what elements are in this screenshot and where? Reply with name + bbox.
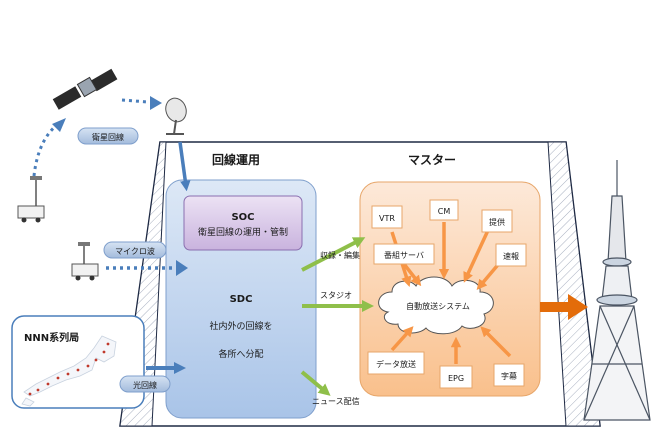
fiber-pill-label: 光回線 xyxy=(133,380,157,390)
sdc-line2: 各所へ分配 xyxy=(218,348,263,360)
broadcast-tower-icon xyxy=(583,160,651,421)
sdc-output-arrows xyxy=(300,237,374,396)
relay-van-icon xyxy=(17,176,45,223)
data-broadcast-box xyxy=(367,351,425,375)
line-ops-heading: 回線運用 xyxy=(212,152,260,167)
cm-box xyxy=(429,199,459,221)
nnn-title: NNN系列局 xyxy=(24,331,79,344)
soc-title: SOC xyxy=(231,212,254,223)
jimaku-label: 字幕 xyxy=(501,371,517,381)
epg-label: EPG xyxy=(448,374,464,383)
data-broadcast-label: データ放送 xyxy=(376,359,416,369)
satellite-link-dotted xyxy=(32,98,149,177)
sokuho-box xyxy=(495,243,527,267)
vtr-label: VTR xyxy=(379,214,395,223)
recording-label: 収録・編集 xyxy=(320,250,360,260)
master-heading: マスター xyxy=(408,153,456,167)
teikyo-box xyxy=(481,209,513,233)
microwave-arrowhead xyxy=(176,260,188,276)
epg-box xyxy=(439,365,473,389)
cm-label: CM xyxy=(438,207,451,216)
soc-box xyxy=(183,195,303,251)
satellite-arrowhead-upper xyxy=(150,96,162,110)
satellite-pill xyxy=(77,127,139,145)
master-output-arrow xyxy=(540,294,588,320)
sdc-title: SDC xyxy=(230,294,253,305)
bangumi-box xyxy=(373,243,435,265)
soc-desc: 衛星回線の運用・管制 xyxy=(198,226,288,238)
sokuho-label: 速報 xyxy=(503,252,519,261)
bangumi-label: 番組サーバ xyxy=(384,250,424,260)
sdc-line1: 社内外の回線を xyxy=(209,320,272,332)
affiliate-station-dots xyxy=(28,342,110,396)
satellite-arrowhead-lower xyxy=(52,118,66,132)
dish-to-soc-arrow xyxy=(178,141,191,192)
satellite-icon xyxy=(52,68,118,110)
relay-van-icon-2 xyxy=(71,242,99,281)
auto-broadcast-label: 自動放送システム xyxy=(406,301,470,311)
satellite-pill-label: 衛星回線 xyxy=(92,132,124,142)
building-right-wall xyxy=(547,141,601,427)
fiber-pill xyxy=(119,375,171,393)
vtr-box xyxy=(371,205,403,229)
news-label: ニュース配信 xyxy=(312,396,360,406)
teikyo-label: 提供 xyxy=(489,217,505,227)
microwave-pill xyxy=(103,241,167,259)
microwave-pill-label: マイクロ波 xyxy=(115,246,155,256)
dish-antenna-icon xyxy=(165,97,187,135)
japan-map-icon xyxy=(21,335,117,407)
master-inputs: VTR CM 提供 番組サーバ 速報 データ放送 EPG 字幕 xyxy=(367,199,527,389)
jimaku-box xyxy=(493,363,525,387)
studio-label: スタジオ xyxy=(320,291,352,300)
